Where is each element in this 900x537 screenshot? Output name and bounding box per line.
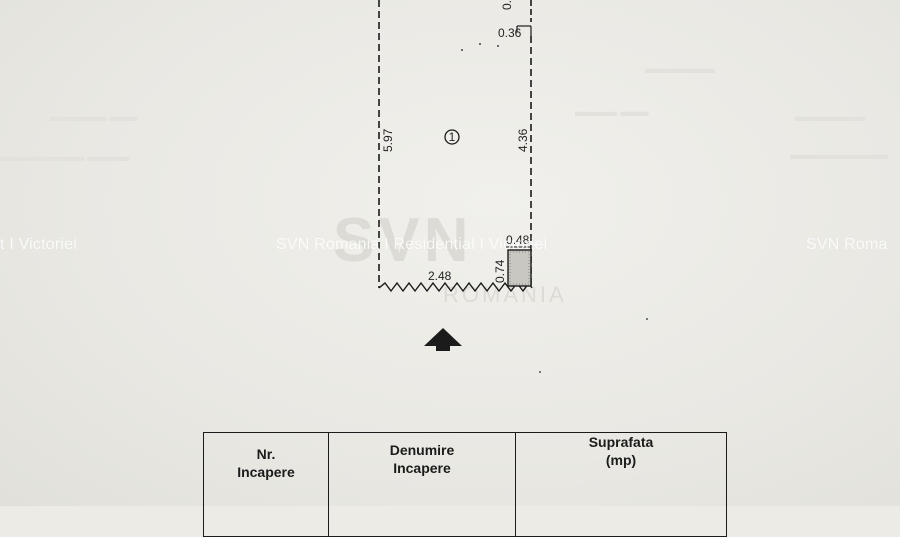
room-number-circle [444,129,460,145]
scan-speck [539,371,541,373]
dim-bottom-wall: 2.48 [428,269,452,283]
dim-top-right-vertical: 0.8 [500,0,514,10]
dim-bottom-right-horizontal: 0.48 [506,233,530,247]
watermark-logo: SVN [333,205,472,276]
ghost-mark: ▬▬▬▬▬ [645,62,715,77]
ghost-mark: ▬▬▬▬▬▬▬ [790,148,888,163]
header-room-area-text: Suprafata (mp) [588,434,654,468]
watermark-text-right: SVN Roma [806,236,888,253]
bottom-wall-zigzag [378,281,533,293]
ghost-mark: ▬▬▬▬ ▬▬ [50,110,138,125]
shaft-box-texture [509,251,530,285]
watermark-logo-text: SVN [333,206,473,275]
dim-left-wall: 5.97 [381,128,395,152]
header-room-number-text: Nr. Incapere [237,446,295,480]
dim-bottom-right-vertical: 0.74 [493,259,507,283]
floor-plan-drawing: 1 5.97 4.36 0.8 0.36 2.48 0.48 0.74 [378,0,648,373]
header-room-number: Nr. Incapere [203,432,329,537]
ghost-mark: ▬▬▬▬▬ [795,110,865,125]
dim-top-right-horizontal: 0.36 [498,26,522,40]
shaft-box [507,249,532,287]
watermark-text-left: t I Victoriei [0,236,77,253]
arrow-up-icon [424,328,462,351]
scan-speck [461,49,463,51]
scan-speck [646,318,648,320]
ghost-mark: ▬▬▬ ▬▬ [575,105,649,120]
dim-right-wall: 4.36 [516,128,530,152]
rooms-table-header-row: Nr. Incapere Denumire Incapere Suprafata… [203,432,727,537]
header-room-name-text: Denumire Incapere [389,442,455,476]
scan-speck [497,45,499,47]
room-number: 1 [449,130,456,144]
scan-speck [479,43,481,45]
watermark-text-center: SVN Romania I Residential I Victoriei [276,236,548,253]
rooms-table: Nr. Incapere Denumire Incapere Suprafata… [203,432,727,537]
header-room-area: Suprafata (mp) [515,432,727,537]
ghost-mark: ▬▬▬▬▬▬ ▬▬▬ [0,150,130,165]
header-room-name: Denumire Incapere [328,432,516,537]
